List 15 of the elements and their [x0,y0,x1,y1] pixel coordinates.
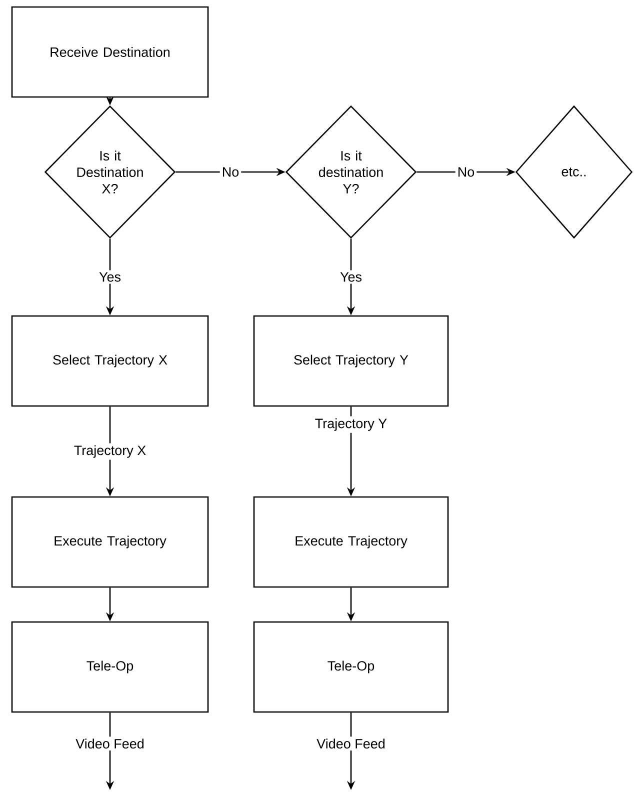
edge-label: Video Feed [74,736,146,751]
process-box: Execute Trajectory [11,496,209,588]
process-box: Tele-Op [11,621,209,713]
process-box: Select Trajectory X [11,315,209,407]
process-box: Receive Destination [11,6,209,98]
edge-label: No [220,165,242,179]
process-box: Select Trajectory Y [253,315,449,407]
edge-label: Yes [338,270,364,284]
edge-label: Yes [97,270,124,284]
edge-label: Trajectory X [72,443,148,460]
process-box: Tele-Op [253,621,449,713]
edge-label: No [455,165,477,179]
edge-label: Video Feed [314,736,388,751]
edge-label: Trajectory Y [312,416,390,433]
process-box: Execute Trajectory [253,496,449,588]
